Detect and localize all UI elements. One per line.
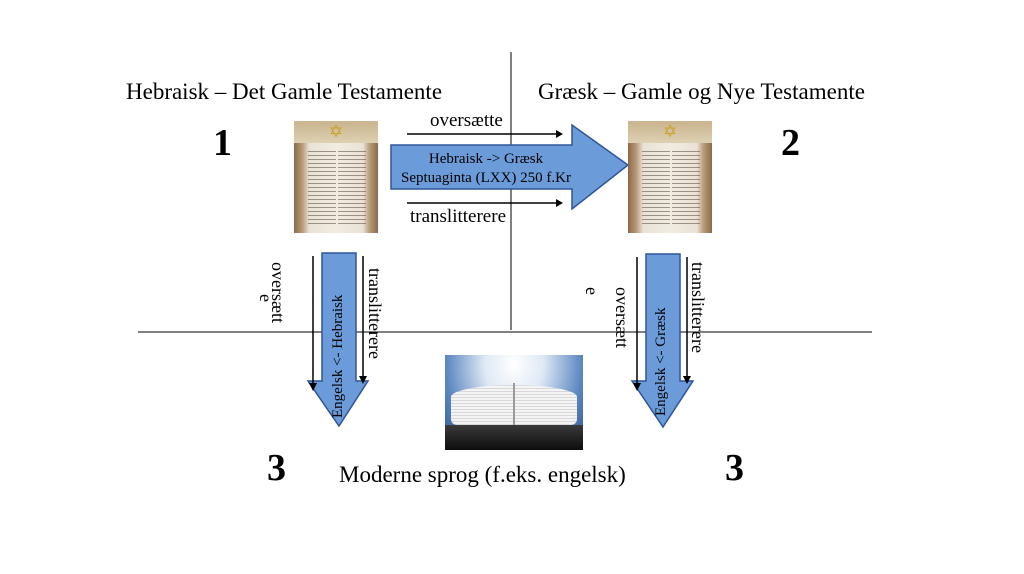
- stage-number-1: 1: [213, 122, 232, 164]
- left-transliterate-label: translitterere: [365, 268, 385, 359]
- septuagint-line: Septuaginta (LXX) 250 f.Kr: [401, 170, 571, 186]
- hebrew-to-greek-text: Hebraisk -> Græsk Septuaginta (LXX) 250 …: [391, 150, 581, 188]
- left-translate-label: oversætt: [268, 262, 288, 323]
- left-translate-label-tail: e: [256, 294, 276, 302]
- hebrew-scroll-image: ✡: [294, 121, 378, 233]
- left-translate-arrowhead: [309, 383, 317, 391]
- stage-number-3-right: 3: [725, 447, 744, 489]
- stage-number-2: 2: [781, 122, 800, 164]
- right-transliterate-arrowhead: [683, 376, 691, 384]
- right-transliterate-label: translitterere: [688, 262, 708, 353]
- transliterate-label-top: translitterere: [410, 206, 507, 227]
- translate-arrowhead: [556, 130, 563, 138]
- left-transliterate-arrowhead: [359, 376, 367, 384]
- greek-to-english-arrow: [630, 253, 695, 429]
- english-from-hebrew-text: Engelsk <- Hebraisk: [330, 294, 346, 418]
- right-translate-arrowhead: [633, 383, 641, 391]
- star-of-david-icon: ✡: [662, 122, 678, 142]
- english-from-greek-text: Engelsk <- Græsk: [653, 307, 669, 416]
- modern-language-label: Moderne sprog (f.eks. engelsk): [339, 462, 626, 487]
- hebrew-to-english-arrow: [306, 252, 370, 428]
- open-bible-image: [445, 355, 583, 450]
- greek-scroll-image: ✡: [628, 121, 712, 233]
- stage-number-3-left: 3: [267, 447, 286, 489]
- right-translate-label-tail: e: [582, 287, 602, 295]
- translate-label-top: oversætte: [430, 110, 503, 131]
- hebrew-to-greek-line: Hebraisk -> Græsk: [428, 151, 544, 167]
- transliterate-arrowhead: [556, 199, 563, 207]
- hebrew-to-greek-arrow: [390, 123, 630, 211]
- hebrew-old-testament-heading: Hebraisk – Det Gamle Testamente: [126, 79, 443, 104]
- star-of-david-icon: ✡: [328, 122, 344, 142]
- greek-testament-heading: Græsk – Gamle og Nye Testamente: [538, 79, 865, 104]
- right-translate-label: oversætt: [612, 287, 632, 348]
